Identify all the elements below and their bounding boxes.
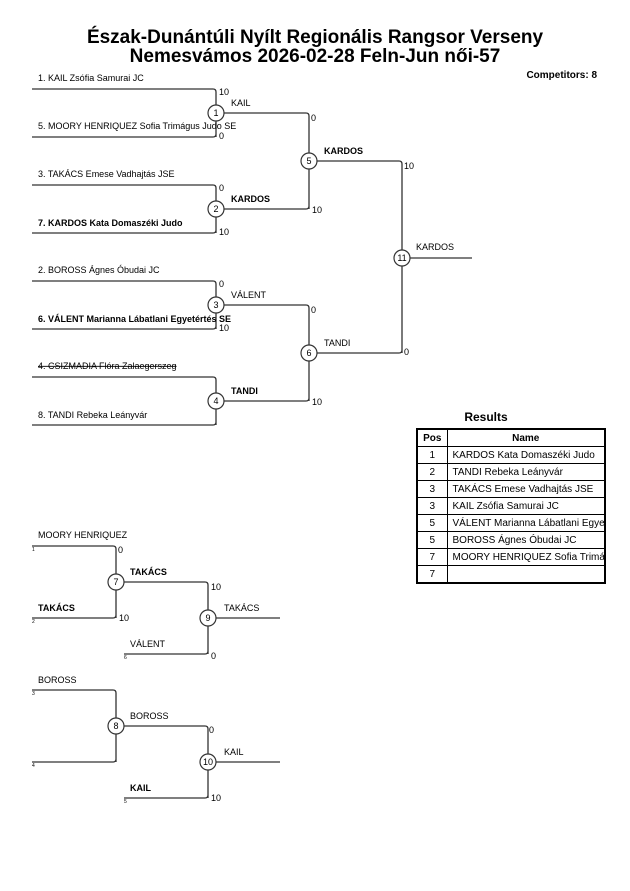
winner-label: VÁLENT bbox=[231, 290, 267, 300]
result-pos: 5 bbox=[416, 514, 448, 532]
score: 0 bbox=[211, 651, 216, 661]
winner-label: TANDI bbox=[324, 338, 350, 348]
match-number: 3 bbox=[213, 300, 218, 310]
score: 10 bbox=[312, 397, 322, 407]
score: 0 bbox=[209, 725, 214, 735]
result-name: KAIL Zsófia Samurai JC bbox=[446, 497, 606, 515]
score: 0 bbox=[404, 347, 409, 357]
match-number: 1 bbox=[213, 108, 218, 118]
col-pos: Pos bbox=[416, 428, 448, 447]
score: 10 bbox=[119, 613, 129, 623]
result-pos: 5 bbox=[416, 531, 448, 549]
score: 10 bbox=[312, 205, 322, 215]
result-pos: 2 bbox=[416, 463, 448, 481]
entry-withdrawn: 4. CSIZMADIA Flóra Zalaegerszeg bbox=[38, 361, 177, 371]
winner-label: KARDOS bbox=[324, 146, 363, 156]
score: 0 bbox=[219, 279, 224, 289]
seed-number: 1 bbox=[32, 547, 35, 553]
results-title: Results bbox=[464, 410, 508, 424]
winner-label: TAKÁCS bbox=[130, 567, 167, 577]
entry: 2. BOROSS Ágnes Óbudai JC bbox=[38, 265, 160, 275]
match-number: 8 bbox=[113, 721, 118, 731]
winner-label: KAIL bbox=[231, 98, 251, 108]
seed-number: 5 bbox=[124, 799, 127, 805]
result-pos: 1 bbox=[416, 446, 448, 464]
match-number: 7 bbox=[113, 577, 118, 587]
match-number: 2 bbox=[213, 204, 218, 214]
winner-label: KAIL bbox=[224, 747, 244, 757]
result-name: KARDOS Kata Domaszéki Judo bbox=[446, 446, 606, 464]
bracket-lines bbox=[32, 88, 472, 799]
score: 0 bbox=[311, 305, 316, 315]
repechage-entry: VÁLENT bbox=[130, 639, 166, 649]
winner-label: BOROSS bbox=[130, 711, 169, 721]
score: 0 bbox=[311, 113, 316, 123]
winner-label: KARDOS bbox=[416, 242, 454, 252]
match-number: 11 bbox=[397, 253, 406, 263]
entry: 3. TAKÁCS Emese Vadhajtás JSE bbox=[38, 169, 175, 179]
result-pos: 7 bbox=[416, 548, 448, 566]
score: 0 bbox=[219, 131, 224, 141]
result-pos: 3 bbox=[416, 497, 448, 515]
repechage-entry: BOROSS bbox=[38, 675, 77, 685]
match-circles bbox=[107, 104, 411, 771]
result-pos: 7 bbox=[416, 565, 448, 584]
result-name: BOROSS Ágnes Óbudai JC bbox=[446, 531, 606, 549]
seed-number: 2 bbox=[32, 619, 35, 625]
match-number: 5 bbox=[306, 156, 311, 166]
score: 10 bbox=[404, 161, 414, 171]
seed-number: 6 bbox=[124, 655, 127, 661]
match-number: 10 bbox=[203, 757, 213, 767]
score: 0 bbox=[118, 545, 123, 555]
entry: 8. TANDI Rebeka Leányvár bbox=[38, 410, 147, 420]
seed-number: 3 bbox=[32, 691, 35, 697]
repechage-entry: MOORY HENRIQUEZ bbox=[38, 530, 128, 540]
winner-label: TAKÁCS bbox=[224, 603, 259, 613]
score: 10 bbox=[219, 227, 229, 237]
entry: 6. VÁLENT Marianna Lábatlani Egyetértés … bbox=[38, 314, 231, 324]
col-name: Name bbox=[446, 428, 606, 447]
seed-number: 4 bbox=[32, 763, 35, 769]
winner-label: TANDI bbox=[231, 386, 258, 396]
result-name: VÁLENT Marianna Lábatlani Egyetértés SE bbox=[446, 514, 606, 532]
score: 10 bbox=[211, 582, 221, 592]
page-subtitle: Nemesvámos 2026-02-28 Feln-Jun női-57 bbox=[129, 46, 501, 67]
entry: 7. KARDOS Kata Domaszéki Judo bbox=[38, 218, 183, 228]
result-name: TANDI Rebeka Leányvár bbox=[446, 463, 606, 481]
result-name bbox=[446, 565, 606, 584]
entry: 5. MOORY HENRIQUEZ Sofia Trimágus Judo S… bbox=[38, 121, 236, 131]
repechage-entry: KAIL bbox=[130, 783, 151, 793]
score: 10 bbox=[219, 87, 229, 97]
match-number: 6 bbox=[306, 348, 311, 358]
match-number: 4 bbox=[213, 396, 218, 406]
match-number: 9 bbox=[205, 613, 210, 623]
result-name: MOORY HENRIQUEZ Sofia Trimágus Judo SE bbox=[446, 548, 606, 566]
page-title: Észak-Dunántúli Nyílt Regionális Rangsor… bbox=[86, 27, 544, 48]
score: 10 bbox=[211, 793, 221, 803]
match-numbers: 1 2 3 4 5 6 11 7 9 8 10 bbox=[113, 108, 406, 767]
winner-label: KARDOS bbox=[231, 194, 270, 204]
result-pos: 3 bbox=[416, 480, 448, 498]
repechage-entry: TAKÁCS bbox=[38, 603, 75, 613]
table-row: 7 bbox=[416, 565, 606, 584]
result-name: TAKÁCS Emese Vadhajtás JSE bbox=[446, 480, 606, 498]
entry: 1. KAIL Zsófia Samurai JC bbox=[38, 73, 144, 83]
score: 0 bbox=[219, 183, 224, 193]
score: 10 bbox=[219, 323, 229, 333]
competitor-count: Competitors: 8 bbox=[526, 70, 597, 81]
